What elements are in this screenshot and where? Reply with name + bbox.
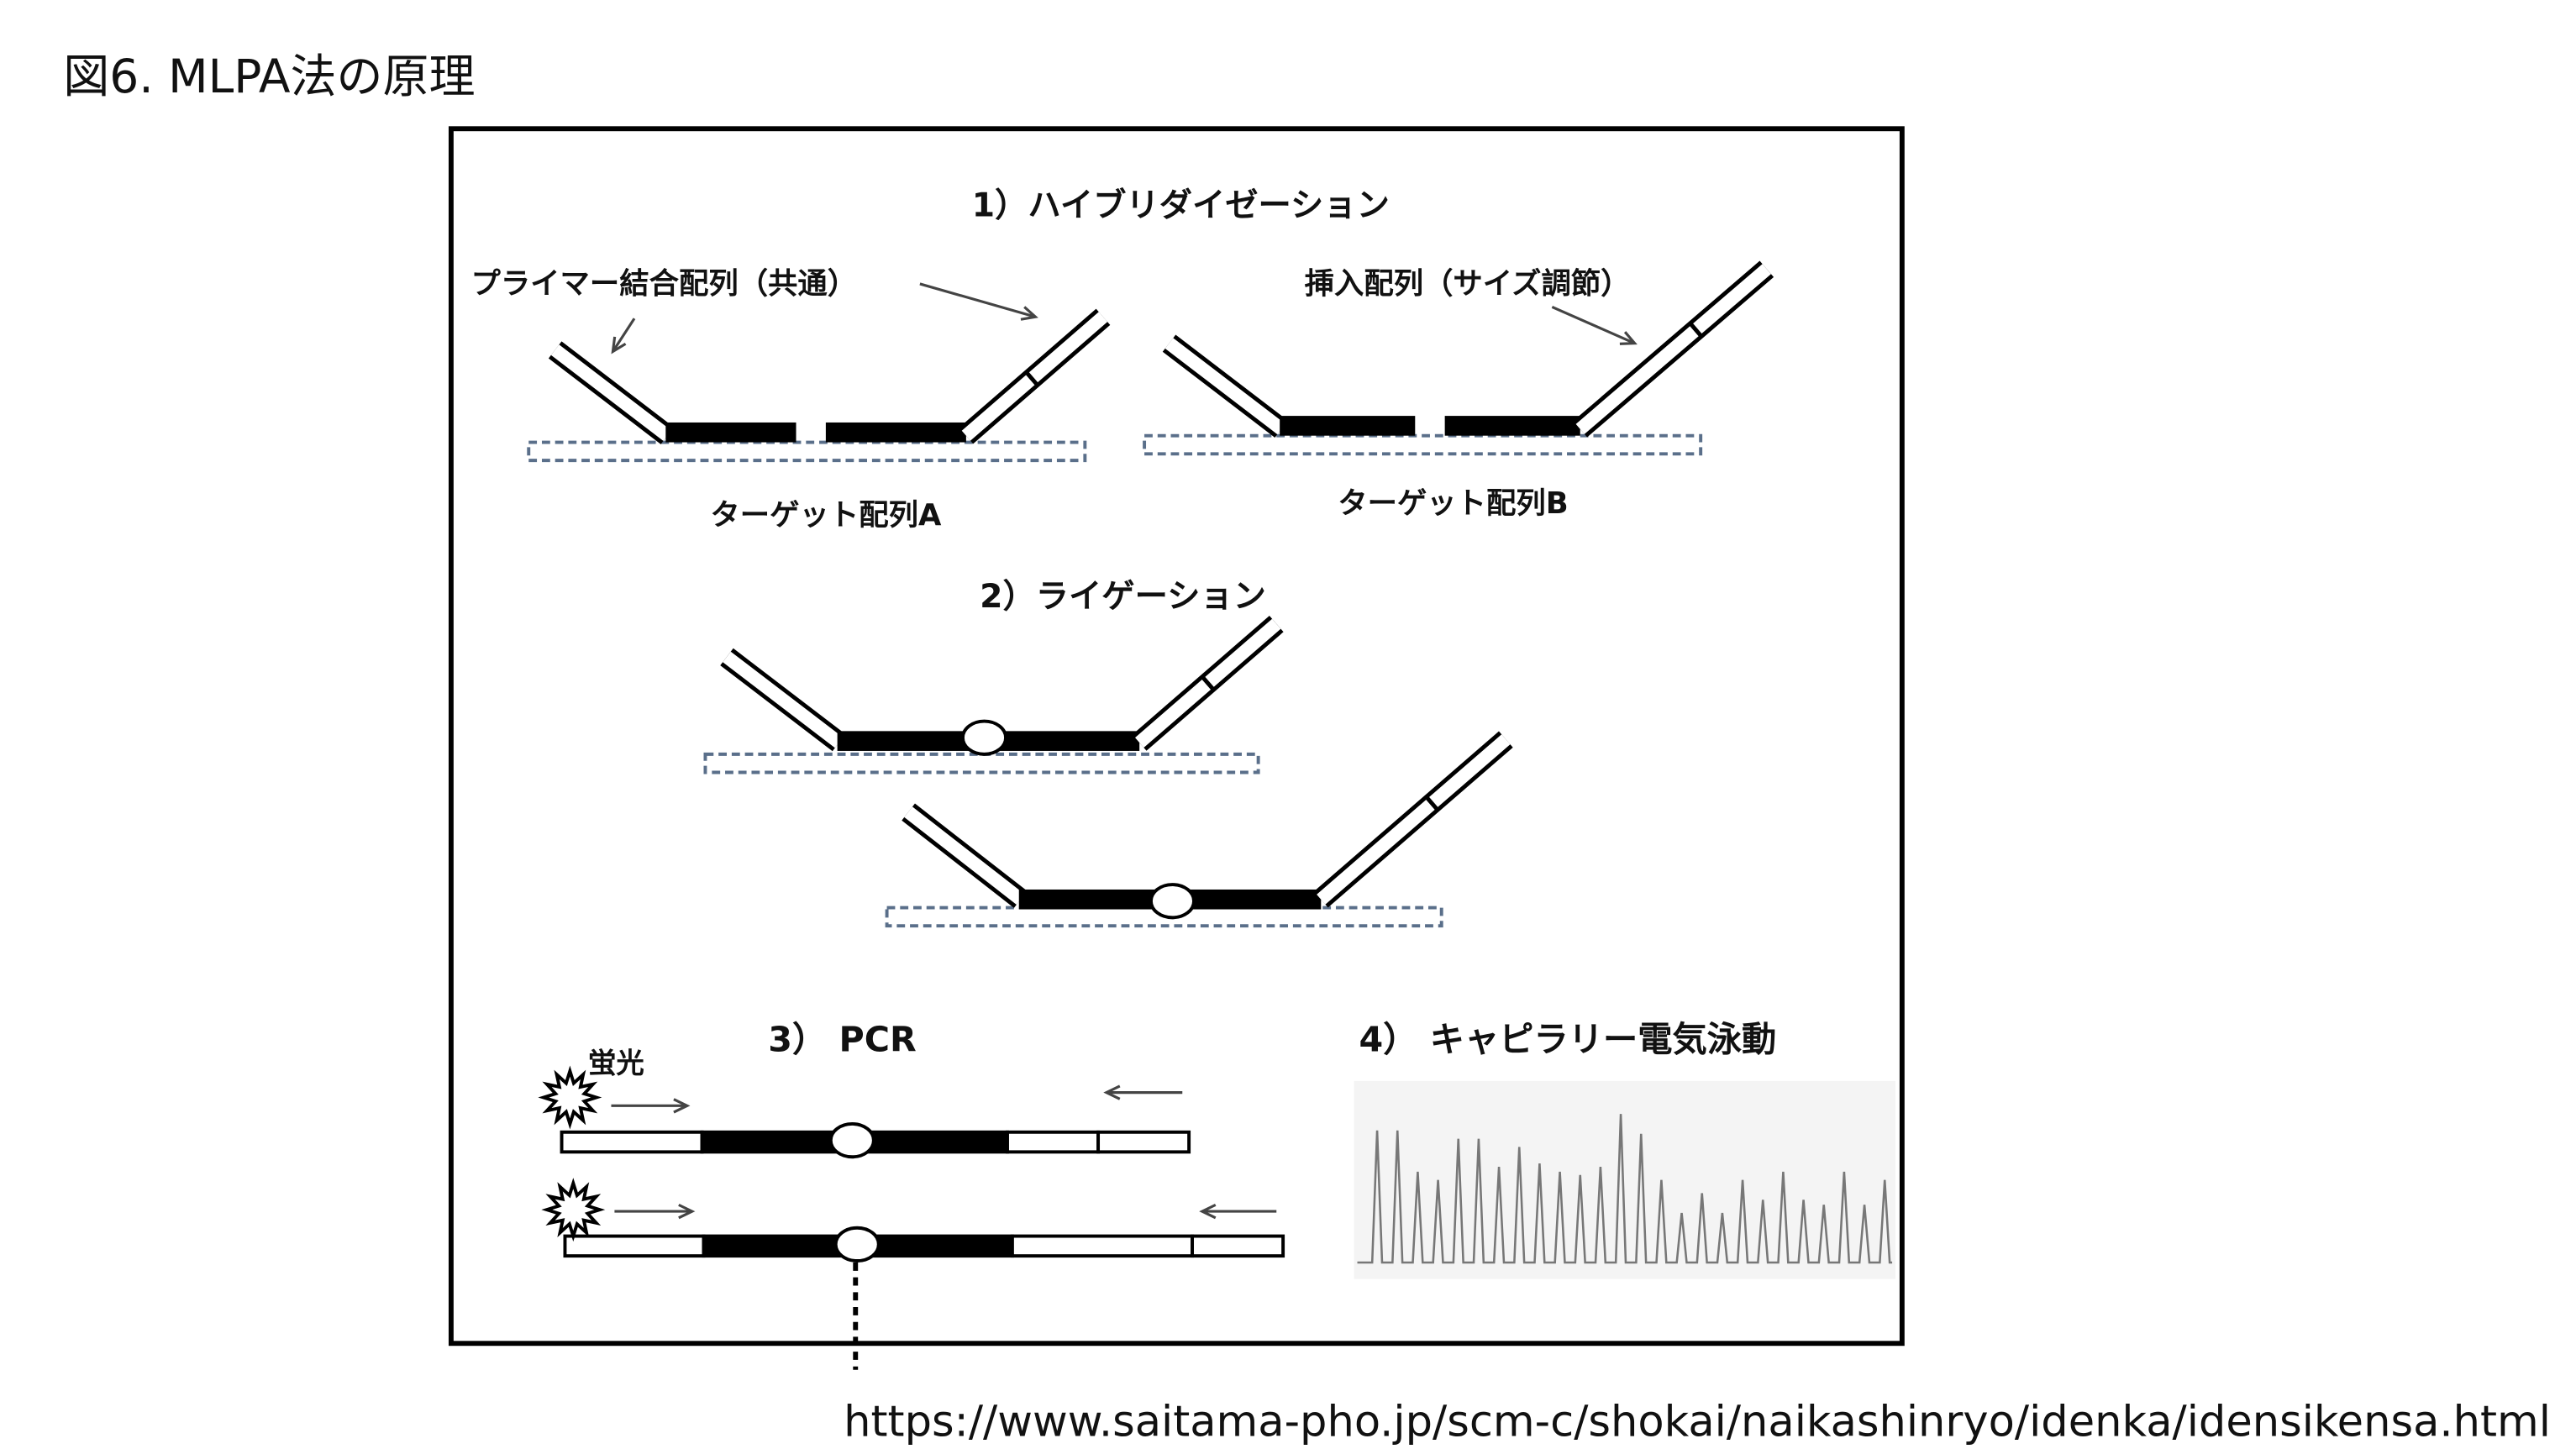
ligation-2-right-arm-separator [1423, 794, 1440, 812]
probe-a-left-hybrid [665, 422, 796, 443]
forward-primer-arrow-2-head [678, 1203, 696, 1220]
step3-title: 3） PCR [768, 1020, 917, 1060]
primer-label-arrow-right [919, 282, 1036, 318]
ligation-1-right-arm-separator [1200, 674, 1217, 692]
reverse-primer-arrow-2-head [1199, 1203, 1217, 1220]
primer-label-arrow-left [612, 318, 636, 353]
ligation-2-junction [1149, 883, 1196, 920]
target-a-strand [527, 440, 1087, 463]
ligation-2-right-arm-fill [1317, 734, 1511, 905]
pcr-product-1-segment [1006, 1130, 1101, 1154]
probe-a-right-arm-separator [1023, 370, 1040, 388]
ligation-1-left-arm-fill [723, 651, 844, 748]
probe-a-right-arm-fill [961, 312, 1108, 441]
fluorescence-star-1-icon [538, 1065, 602, 1130]
primer-binding-label: プライマー結合配列（共通） [471, 267, 857, 302]
fluorescence-star-2-icon [541, 1178, 606, 1242]
step4-title: 4） キャピラリー電気泳動 [1359, 1020, 1776, 1060]
pcr-product-2-junction [833, 1226, 881, 1263]
probe-a-left-arm-fill [550, 344, 672, 441]
pcr-product-1-segment [560, 1130, 704, 1154]
step1-title: 1）ハイブリダイゼーション [972, 186, 1390, 224]
pcr-product-1-segment [1096, 1130, 1191, 1154]
probe-b-right-arm-separator [1687, 321, 1704, 339]
target-b-label: ターゲット配列B [1338, 486, 1568, 521]
source-url: https://www.saitama-pho.jp/scm-c/shokai/… [844, 1397, 2551, 1446]
ligation-1-junction [960, 719, 1008, 756]
ligation-2-left-arm-fill [904, 806, 1025, 905]
insert-label-arrow [1551, 305, 1636, 345]
insert-label-arrow-head [1619, 331, 1638, 345]
probe-b-right-arm-fill [1575, 264, 1771, 434]
probe-a-right-hybrid [825, 422, 966, 443]
figure-title: 図6. MLPA法の原理 [63, 50, 475, 103]
target-b-strand [1143, 433, 1703, 456]
pcr-product-1-junction [828, 1121, 875, 1159]
target-a-label: ターゲット配列A [710, 498, 942, 533]
fluorescence-label: 蛍光 [588, 1047, 644, 1079]
forward-primer-arrow-1-head [673, 1098, 691, 1114]
insert-sequence-label: 挿入配列（サイズ調節） [1305, 267, 1631, 302]
probe-b-right-hybrid [1444, 416, 1580, 436]
electropherogram-trace [1357, 1114, 1893, 1264]
step2-title: 2）ライゲーション [980, 578, 1266, 616]
pcr-product-2-segment [563, 1234, 706, 1258]
probe-b-left-hybrid [1280, 416, 1416, 436]
pcr-product-2-segment [1010, 1234, 1195, 1258]
probe-b-left-arm-fill [1164, 338, 1285, 435]
ligation-1-target [703, 752, 1260, 774]
primer-label-arrow-right-head [1020, 306, 1038, 321]
reverse-primer-arrow-1-head [1103, 1084, 1121, 1100]
primer-label-arrow-left-head [611, 336, 627, 354]
pcr-product-2-segment [1191, 1234, 1285, 1258]
